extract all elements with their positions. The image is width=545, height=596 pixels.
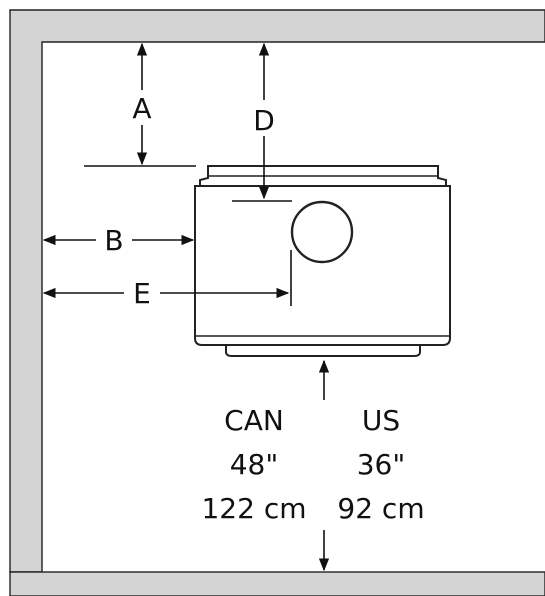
flue-outlet: [290, 200, 354, 264]
dimension-b: B: [42, 224, 195, 257]
can-cm: 122 cm: [201, 492, 306, 525]
can-clearance: CAN 48" 122 cm: [201, 404, 306, 525]
dimension-e: E: [42, 250, 292, 310]
can-inches: 48": [230, 448, 279, 481]
floor-wall: [9, 571, 545, 596]
dimension-d: D: [232, 42, 292, 202]
label-d: D: [253, 104, 275, 137]
label-e: E: [133, 277, 151, 310]
can-region: CAN: [224, 404, 284, 437]
stove: [194, 165, 451, 357]
us-clearance: US 36" 92 cm: [337, 404, 424, 525]
dimension-a: A: [84, 42, 196, 167]
label-b: B: [104, 224, 123, 257]
us-cm: 92 cm: [337, 492, 424, 525]
label-a: A: [132, 92, 151, 125]
us-region: US: [362, 404, 400, 437]
us-inches: 36": [357, 448, 406, 481]
